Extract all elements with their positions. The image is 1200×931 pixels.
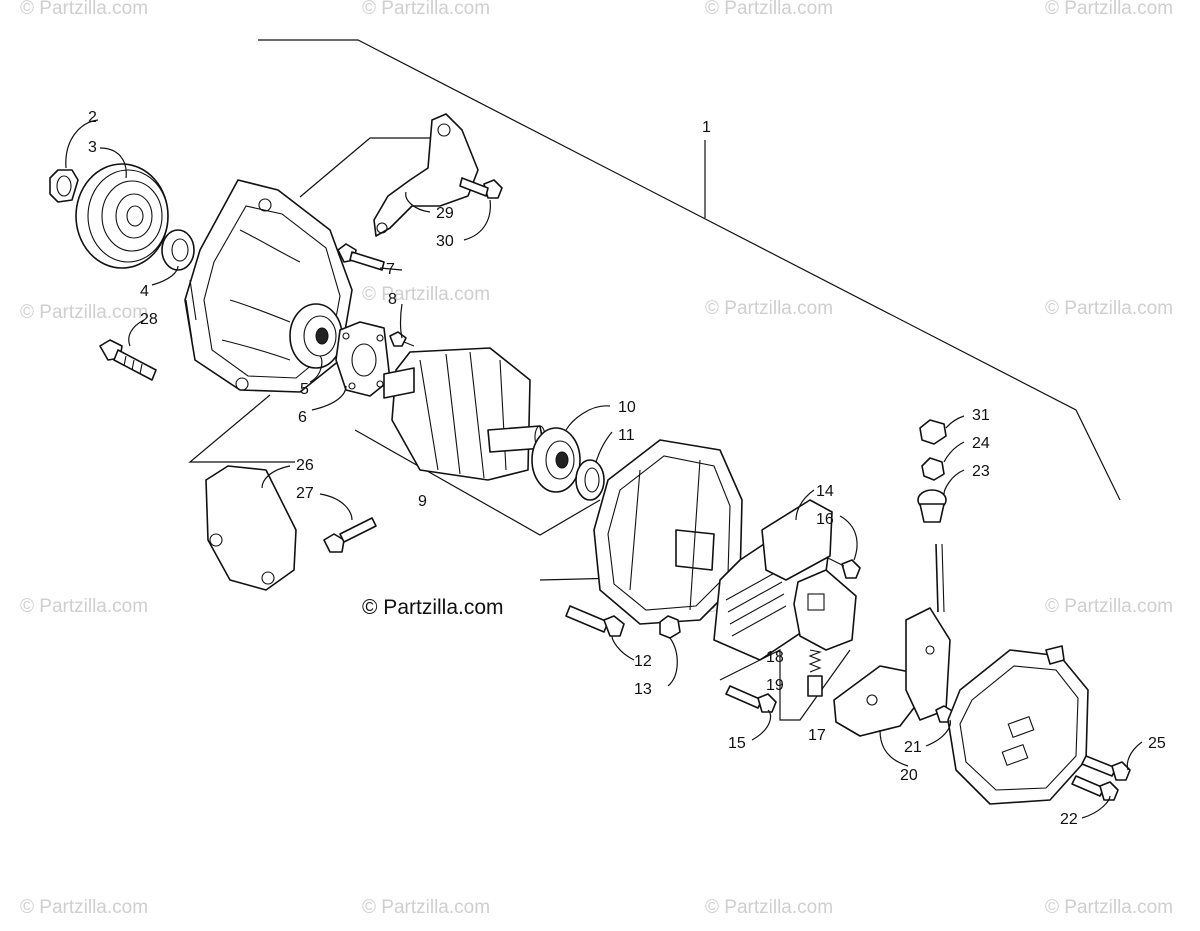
callout-29: 29 xyxy=(436,205,454,222)
watermark: © Partzilla.com xyxy=(362,0,490,19)
insulator-part-23 xyxy=(917,489,947,523)
callout-21: 21 xyxy=(904,739,922,756)
screw-part-16 xyxy=(827,557,861,579)
watermark-main: © Partzilla.com xyxy=(362,596,504,619)
callout-30: 30 xyxy=(436,233,454,250)
watermark: © Partzilla.com xyxy=(20,0,148,19)
callout-20: 20 xyxy=(900,767,918,784)
bolt-part-12 xyxy=(565,605,625,637)
watermark: © Partzilla.com xyxy=(20,596,148,617)
callout-18: 18 xyxy=(766,649,784,666)
callout-17: 17 xyxy=(808,727,826,744)
bearing-part-10 xyxy=(531,427,581,493)
watermark: © Partzilla.com xyxy=(705,298,833,319)
callout-28: 28 xyxy=(140,311,158,328)
screw-part-8 xyxy=(389,331,415,347)
callout-16: 16 xyxy=(816,511,834,528)
rectifier-part-20 xyxy=(833,543,951,737)
callout-27: 27 xyxy=(296,485,314,502)
watermark: © Partzilla.com xyxy=(1045,897,1173,918)
callout-13: 13 xyxy=(634,681,652,698)
watermark: © Partzilla.com xyxy=(1045,596,1173,617)
callout-23: 23 xyxy=(972,463,990,480)
callout-19: 19 xyxy=(766,677,784,694)
rear-cover xyxy=(947,645,1089,805)
bracket-part-26 xyxy=(205,465,297,591)
callout-8: 8 xyxy=(388,291,397,308)
screw-part-7 xyxy=(337,243,385,271)
watermark: © Partzilla.com xyxy=(362,284,490,305)
watermarks: © Partzilla.com © Partzilla.com © Partzi… xyxy=(20,0,1173,918)
brush-holder xyxy=(793,569,857,651)
retainer-plate-part-6 xyxy=(335,321,391,397)
bolt-part-28 xyxy=(99,339,157,381)
nut-part-24 xyxy=(921,457,945,481)
leader-lines xyxy=(65,119,1143,819)
callout-31: 31 xyxy=(972,407,990,424)
watermark: © Partzilla.com xyxy=(705,0,833,19)
callout-1: 1 xyxy=(702,119,711,136)
watermark: © Partzilla.com xyxy=(1045,0,1173,19)
pulley-part-3 xyxy=(75,163,169,269)
callout-6: 6 xyxy=(298,409,307,426)
callout-14: 14 xyxy=(816,483,834,500)
bolt-part-30 xyxy=(459,177,503,199)
watermark: © Partzilla.com xyxy=(20,897,148,918)
callout-3: 3 xyxy=(88,139,97,156)
collar-part-4 xyxy=(161,229,195,271)
brush-part-19 xyxy=(807,675,823,697)
bolt-part-25 xyxy=(1081,755,1131,781)
callout-7: 7 xyxy=(386,261,395,278)
callout-2: 2 xyxy=(88,109,97,126)
bolt-part-27 xyxy=(323,517,377,553)
callout-26: 26 xyxy=(296,457,314,474)
callout-24: 24 xyxy=(972,435,990,452)
watermark: © Partzilla.com xyxy=(705,897,833,918)
callout-4: 4 xyxy=(140,283,149,300)
callout-25: 25 xyxy=(1148,735,1166,752)
nut-part-2 xyxy=(49,169,79,203)
callout-11: 11 xyxy=(618,427,635,444)
nut-part-13 xyxy=(659,615,681,639)
callout-10: 10 xyxy=(618,399,636,416)
rotor-part-9 xyxy=(383,347,546,481)
nut-part-31 xyxy=(919,419,947,445)
callout-5: 5 xyxy=(300,381,309,398)
watermark: © Partzilla.com xyxy=(1045,298,1173,319)
callout-12: 12 xyxy=(634,653,652,670)
callout-labels: 1 2 3 4 5 6 7 8 9 10 11 12 13 14 15 16 1… xyxy=(88,109,1166,828)
spring-part-18 xyxy=(808,649,822,673)
watermark: © Partzilla.com xyxy=(362,897,490,918)
bolt-part-15 xyxy=(725,685,777,713)
callout-22: 22 xyxy=(1060,811,1078,828)
watermark: © Partzilla.com xyxy=(20,302,148,323)
bolt-part-22 xyxy=(1071,775,1119,801)
bearing-part-5 xyxy=(289,303,343,369)
callout-9: 9 xyxy=(418,493,427,510)
callout-15: 15 xyxy=(728,735,746,752)
bracket-part-29 xyxy=(373,113,479,237)
ring-part-11 xyxy=(575,459,605,501)
